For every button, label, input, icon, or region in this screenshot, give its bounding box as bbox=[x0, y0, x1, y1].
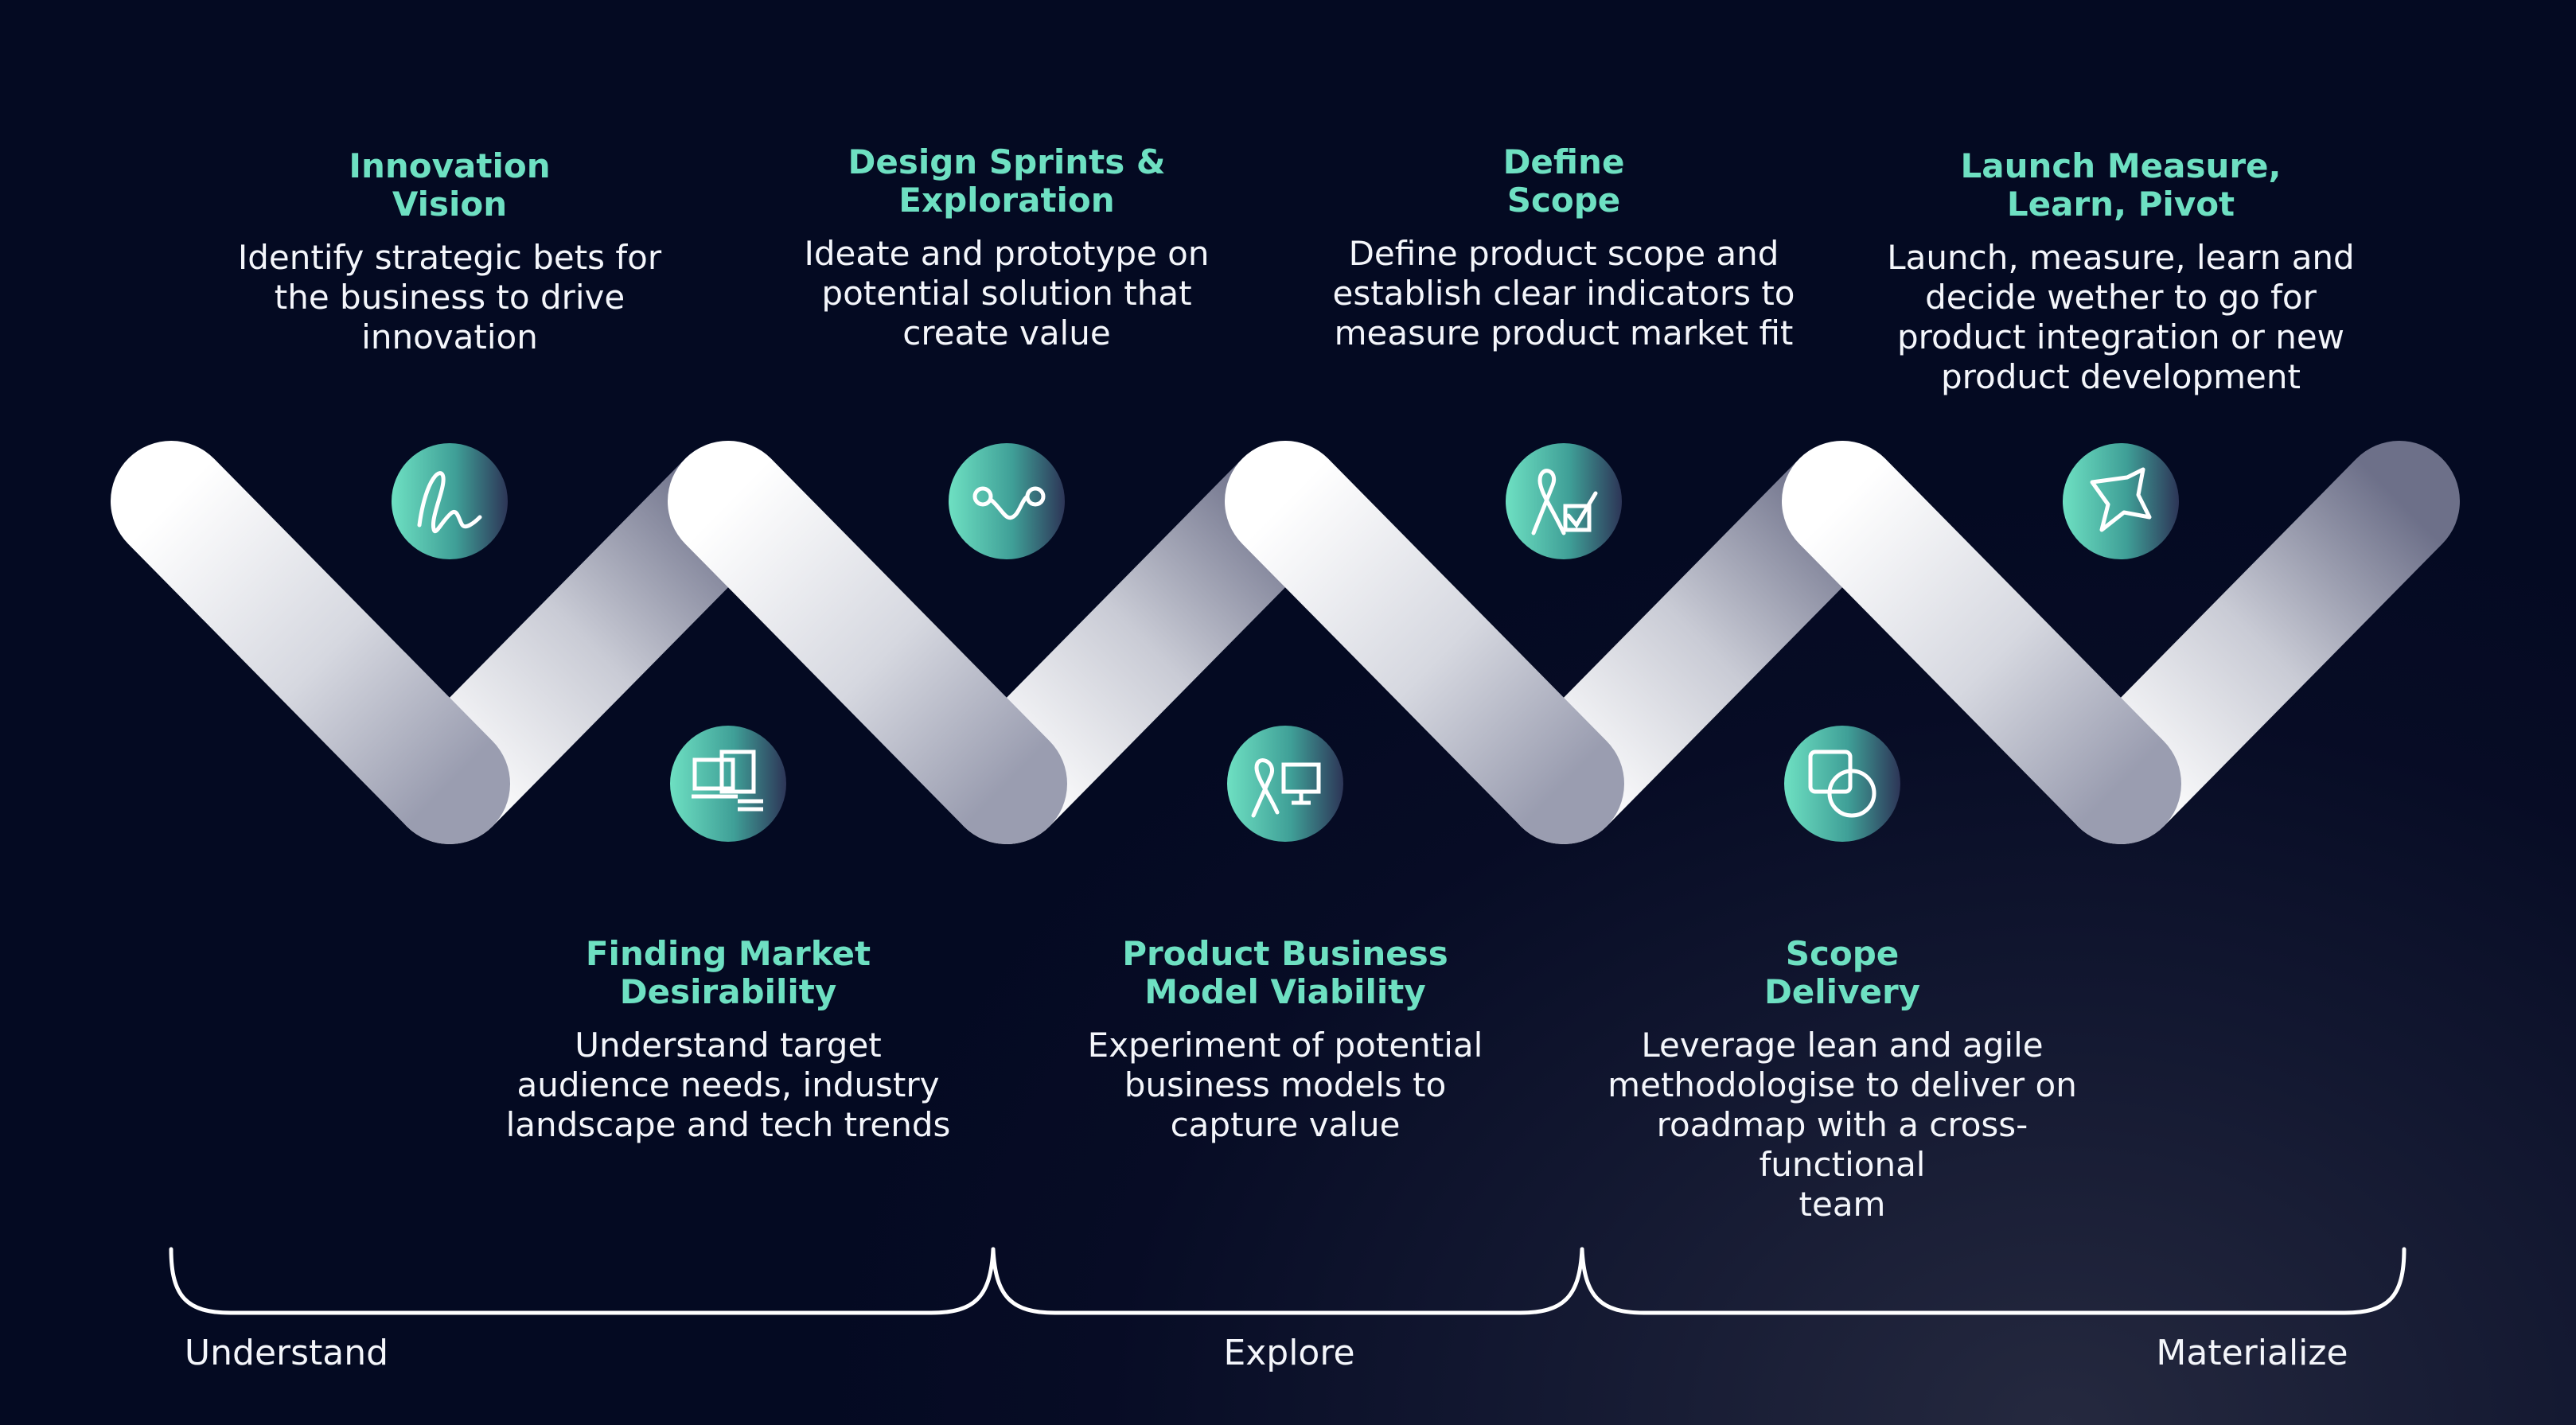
step-launch-measure-learn-pivot: Launch Measure,Learn, Pivot Launch, meas… bbox=[1866, 147, 2375, 397]
ribbon-segment bbox=[2060, 441, 2460, 844]
ribbon-segment bbox=[1503, 441, 1903, 844]
screens-icon bbox=[670, 726, 786, 842]
ribbon-segment bbox=[1225, 441, 1624, 844]
phase-brace-explore bbox=[991, 1247, 1584, 1315]
step-design-sprints-exploration: Design Sprints &Exploration Ideate and p… bbox=[752, 143, 1261, 353]
path-nodes-icon bbox=[949, 443, 1065, 559]
step-title: Design Sprints &Exploration bbox=[848, 142, 1166, 220]
phase-label-materialize: Materialize bbox=[2156, 1333, 2348, 1373]
ribbon-segment bbox=[946, 441, 1346, 844]
ribbon-segment bbox=[389, 441, 789, 844]
phase-label-understand: Understand bbox=[184, 1333, 389, 1373]
ribbon-segment bbox=[1782, 441, 2181, 844]
phase-label-explore: Explore bbox=[1223, 1333, 1355, 1373]
ribbon-segment bbox=[668, 441, 1067, 844]
step-title: Launch Measure,Learn, Pivot bbox=[1960, 146, 2282, 224]
pen-checkbox-icon bbox=[1506, 443, 1622, 559]
square-circle-icon bbox=[1784, 726, 1900, 842]
ribbon-segment bbox=[111, 441, 510, 844]
phase-brace-materialize bbox=[1580, 1247, 2406, 1315]
signature-icon bbox=[392, 443, 508, 559]
sparkle-icon bbox=[2063, 443, 2179, 559]
phase-brace-understand bbox=[169, 1247, 996, 1315]
ribbon-monitor-icon bbox=[1227, 726, 1343, 842]
